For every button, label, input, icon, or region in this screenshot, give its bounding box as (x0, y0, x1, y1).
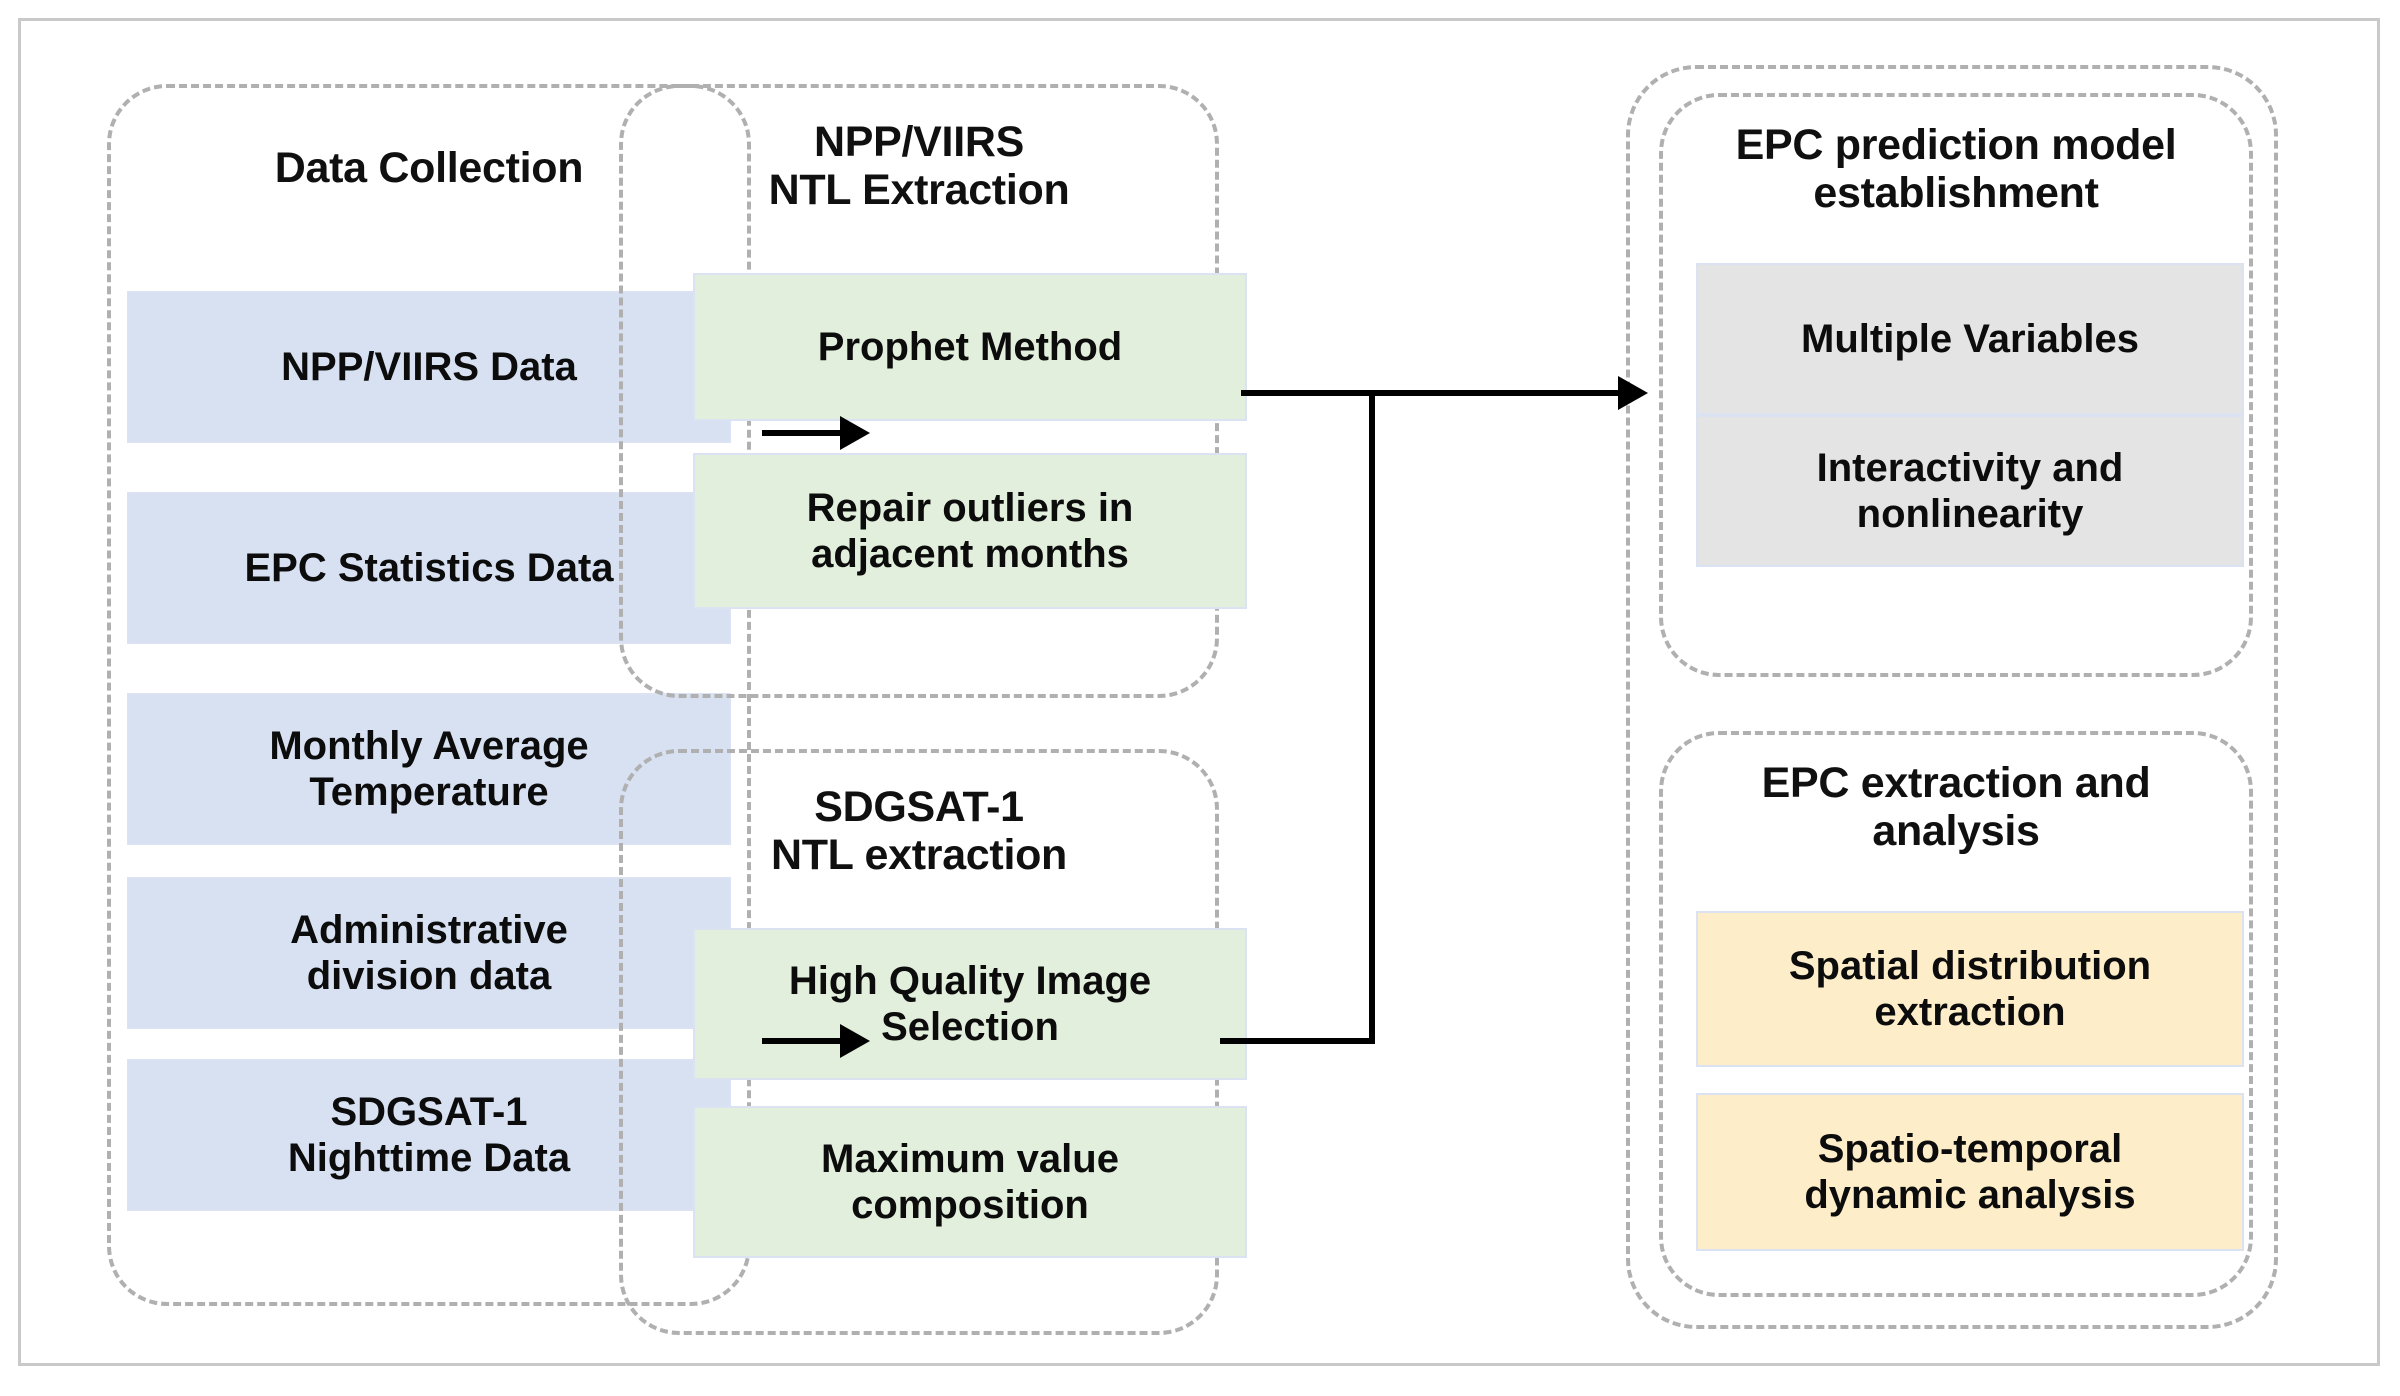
connector-ntl-extraction-to-epc-prediction (1220, 376, 1660, 1076)
chip-label: EPC Statistics Data (244, 545, 614, 590)
chip-maximum-value-composition: Maximum value composition (693, 1106, 1247, 1258)
chip-prophet-method: Prophet Method (693, 273, 1247, 421)
connector-data-collection-to-sdgsat (762, 1024, 872, 1058)
group-epc-outer-wrapper (1626, 65, 2278, 1329)
chip-label: Administrative division data (290, 907, 568, 998)
connector-line-bottom (1220, 1038, 1375, 1044)
chip-repair-outliers-adjacent-months: Repair outliers in adjacent months (693, 453, 1247, 609)
group-title-epc-extraction-and-analysis: EPC extraction and analysis (1761, 759, 2151, 856)
chip-label: Monthly Average Temperature (269, 723, 589, 814)
chip-label: SDGSAT-1 Nighttime Data (287, 1089, 571, 1180)
connector-line-vertical (1369, 390, 1375, 1044)
group-title-epc-prediction-model: EPC prediction model establishment (1735, 121, 2177, 218)
chip-label: Repair outliers in adjacent months (806, 485, 1134, 576)
connector-line-top (1241, 390, 1621, 396)
chip-monthly-average-temperature: Monthly Average Temperature (127, 693, 731, 845)
group-title-data-collection: Data Collection (274, 144, 584, 192)
connector-line (762, 430, 844, 436)
chip-label: Multiple Variables (1801, 316, 2139, 361)
group-epc-extraction-and-analysis: EPC extraction and analysis (1659, 731, 2253, 1297)
chip-sdgsat-1-nighttime-data: SDGSAT-1 Nighttime Data (127, 1059, 731, 1211)
group-epc-prediction-model: EPC prediction model establishment (1659, 93, 2253, 677)
chip-npp-viirs-data: NPP/VIIRS Data (127, 291, 731, 443)
chip-high-quality-image-selection: High Quality Image Selection (693, 928, 1247, 1080)
figure-frame: Data Collection NPP/VIIRS Data EPC Stati… (18, 18, 2380, 1366)
arrow-head-icon (840, 416, 870, 450)
group-title-npp-viirs-ntl-extraction: NPP/VIIRS NTL Extraction (768, 118, 1070, 215)
chip-label: Spatial distribution extraction (1788, 943, 2152, 1034)
chip-multiple-variables: Multiple Variables (1696, 263, 2244, 415)
arrow-head-icon (1618, 376, 1648, 410)
connector-line (762, 1038, 844, 1044)
connector-data-collection-to-npp-viirs (762, 416, 872, 450)
chip-spatial-distribution-extraction: Spatial distribution extraction (1696, 911, 2244, 1067)
chip-epc-statistics-data: EPC Statistics Data (127, 492, 731, 644)
chip-label: High Quality Image Selection (788, 958, 1152, 1049)
arrow-head-icon (840, 1024, 870, 1058)
chip-label: Prophet Method (817, 324, 1123, 369)
chip-label: Maximum value composition (821, 1136, 1119, 1227)
chip-label: Spatio-temporal dynamic analysis (1804, 1126, 2136, 1217)
chip-administrative-division-data: Administrative division data (127, 877, 731, 1029)
chip-interactivity-and-nonlinearity: Interactivity and nonlinearity (1696, 415, 2244, 567)
chip-label: NPP/VIIRS Data (281, 344, 577, 389)
chip-spatio-temporal-dynamic-analysis: Spatio-temporal dynamic analysis (1696, 1093, 2244, 1251)
group-title-sdgsat-ntl-extraction: SDGSAT-1 NTL extraction (770, 783, 1068, 880)
chip-label: Interactivity and nonlinearity (1816, 445, 2124, 536)
